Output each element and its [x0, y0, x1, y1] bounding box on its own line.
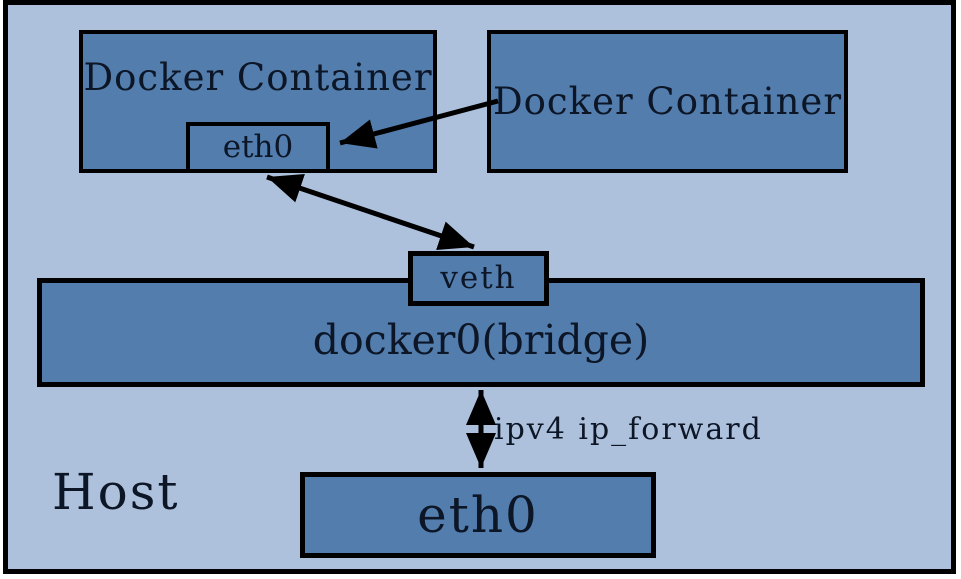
veth-label: veth [440, 260, 517, 296]
container-eth0-box: eth0 [186, 122, 330, 173]
ip-forward-label: ipv4 ip_forward [494, 412, 763, 447]
host-label: Host [52, 463, 180, 521]
docker-container-right: Docker Container [487, 30, 848, 173]
docker-container-right-label: Docker Container [492, 80, 843, 123]
container-eth0-label: eth0 [222, 129, 294, 165]
host-eth0-box: eth0 [300, 472, 656, 558]
host-eth0-label: eth0 [417, 486, 539, 544]
docker0-bridge-label: docker0(bridge) [312, 316, 650, 364]
veth-box: veth [408, 251, 549, 306]
docker-container-left-label: Docker Container [83, 56, 433, 99]
